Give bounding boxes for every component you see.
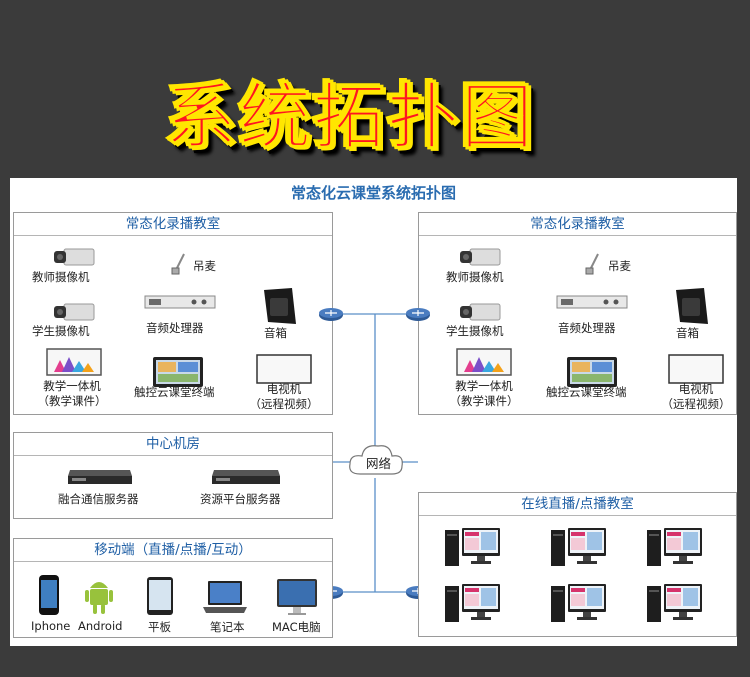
speaker-icon	[264, 288, 296, 324]
mobile-title: 移动端（直播/点播/互动）	[14, 539, 332, 562]
smartboard-icon	[456, 348, 512, 376]
speaker-label: 音箱	[676, 326, 699, 340]
desktop-pc-icon	[550, 582, 608, 628]
online-title: 在线直播/点播教室	[419, 493, 736, 516]
network-lines	[332, 313, 418, 593]
tv-icon	[256, 354, 312, 384]
smartboard-icon	[46, 348, 102, 376]
router-icon	[319, 308, 343, 321]
desktop-pc-icon	[550, 526, 608, 572]
speaker-icon	[676, 288, 708, 324]
classroom-left-title: 常态化录播教室	[14, 213, 332, 236]
mobile-item-label: 笔记本	[210, 620, 245, 634]
server1-label: 融合通信服务器	[58, 492, 139, 506]
laptop-icon	[203, 581, 247, 613]
audio-processor-label: 音频处理器	[146, 321, 204, 335]
smartboard-label: 教学一体机	[43, 379, 101, 393]
server-icon	[212, 470, 280, 484]
tv-sublabel: （远程视频）	[661, 397, 731, 411]
teacher-camera-label: 教师摄像机	[446, 270, 504, 284]
diagram-title: 常态化云课堂系统拓扑图	[290, 184, 456, 202]
mic-label: 吊麦	[608, 259, 631, 273]
router-icon	[406, 308, 430, 321]
touch-terminal-icon	[153, 357, 203, 387]
network-label: 网络	[366, 456, 392, 471]
touch-terminal-icon	[567, 357, 617, 387]
terminal-label: 触控云课堂终端	[546, 385, 627, 399]
audio-processor-icon	[144, 295, 216, 309]
mobile-item-label: MAC电脑	[272, 620, 321, 634]
mic-label: 吊麦	[193, 259, 216, 273]
student-camera-label: 学生摄像机	[446, 324, 504, 338]
teacher-camera-label: 教师摄像机	[32, 270, 90, 284]
smartboard-label: 教学一体机	[455, 379, 513, 393]
imac-icon	[277, 579, 317, 615]
mobile-item-label: Android	[78, 619, 123, 633]
audio-processor-icon	[556, 295, 628, 309]
terminal-label: 触控云课堂终端	[134, 385, 215, 399]
desktop-pc-icon	[646, 582, 704, 628]
speaker-label: 音箱	[264, 326, 287, 340]
tv-label: 电视机	[266, 382, 302, 396]
cloud-icon	[349, 445, 403, 475]
camera-icon	[54, 303, 95, 321]
phone-icon	[39, 575, 59, 615]
student-camera-label: 学生摄像机	[32, 324, 90, 338]
datacenter-title: 中心机房	[14, 433, 332, 456]
smartboard-sublabel: （教学课件）	[37, 394, 107, 408]
smartboard-sublabel: （教学课件）	[449, 394, 519, 408]
android-icon	[85, 582, 113, 614]
tablet-icon	[147, 577, 173, 615]
classroom-right-title: 常态化录播教室	[419, 213, 736, 236]
online-box: 在线直播/点播教室	[418, 492, 737, 637]
server-icon	[68, 470, 132, 484]
mobile-item-label: 平板	[148, 620, 171, 634]
topology-panel: 常态化云课堂系统拓扑图	[10, 178, 737, 646]
desktop-pc-icon	[444, 526, 502, 572]
camera-icon	[460, 248, 501, 266]
tv-icon	[668, 354, 724, 384]
camera-icon	[54, 248, 95, 266]
banner: 系统拓扑图	[0, 0, 750, 178]
tv-sublabel: （远程视频）	[249, 397, 319, 411]
microphone-icon	[171, 253, 185, 275]
audio-processor-label: 音频处理器	[558, 321, 616, 335]
desktop-pc-icon	[444, 582, 502, 628]
banner-title: 系统拓扑图	[164, 75, 535, 160]
server2-label: 资源平台服务器	[200, 492, 281, 506]
microphone-icon	[585, 253, 599, 275]
desktop-pc-icon	[646, 526, 704, 572]
tv-label: 电视机	[678, 382, 714, 396]
camera-icon	[460, 303, 501, 321]
mobile-item-label: Iphone	[31, 619, 71, 633]
